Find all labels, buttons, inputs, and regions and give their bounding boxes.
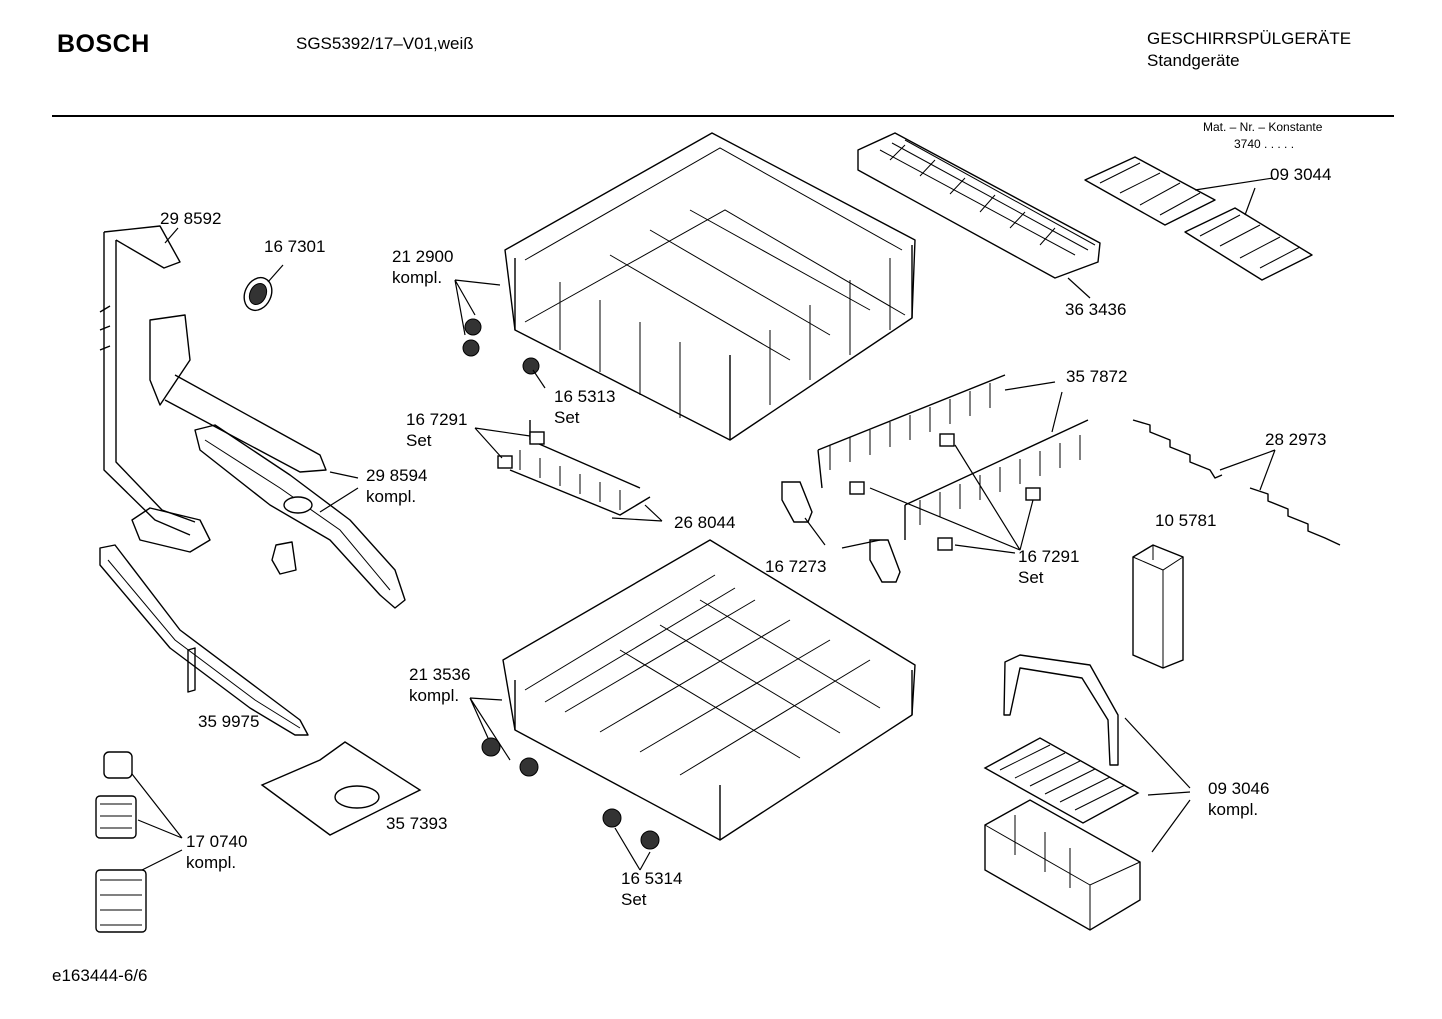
part-note: kompl. (409, 686, 460, 705)
part-number: 36 3436 (1065, 300, 1127, 319)
part-note: kompl. (366, 487, 417, 506)
part-number: 16 7273 (765, 557, 827, 576)
header-divider (52, 115, 1394, 117)
spray-pipe-drawing (99, 225, 211, 553)
part-number: 09 3044 (1270, 165, 1332, 184)
mat-nr-value: 3740 . . . . . (1234, 137, 1295, 151)
part-label: 29 8592 (160, 208, 221, 229)
cup-shelves-drawing (1084, 156, 1313, 281)
part-label: 21 3536 kompl. (409, 664, 470, 706)
cutlery-basket-drawing (983, 654, 1141, 931)
part-number: 29 8592 (160, 209, 222, 228)
part-number: 26 8044 (674, 513, 736, 532)
upper-spray-arm-drawing (149, 314, 327, 473)
part-label: 21 2900 kompl. (392, 246, 453, 288)
part-number: 21 2900 (392, 247, 454, 266)
part-label: 09 3044 (1270, 164, 1331, 185)
part-number: 09 3046 (1208, 779, 1270, 798)
tine-rows-drawing (817, 374, 1089, 540)
part-note: kompl. (392, 268, 443, 287)
part-number: 16 5314 (621, 869, 683, 888)
part-note: Set (406, 431, 432, 450)
part-note: Set (621, 890, 647, 909)
category-subtitle: Standgeräte (1147, 51, 1240, 70)
part-note: kompl. (1208, 800, 1259, 819)
part-number: 10 5781 (1155, 511, 1217, 530)
tine-row-26-8044-drawing (509, 420, 651, 516)
upper-rack-wheels-drawing (462, 318, 540, 375)
document-id: e163444-6/6 (52, 966, 148, 985)
part-label: 26 8044 (674, 512, 735, 533)
part-label: 35 7872 (1066, 366, 1127, 387)
leader-lines (131, 177, 1276, 871)
model-number: SGS5392/17–V01,weiß (296, 34, 474, 53)
lower-rack-wheels-drawing (481, 737, 660, 850)
part-label: 10 5781 (1155, 510, 1216, 531)
part-note: kompl. (186, 853, 237, 872)
part-note: Set (554, 408, 580, 427)
brand-logo: BOSCH (57, 30, 150, 58)
spray-arm-35-9975-drawing (99, 544, 309, 736)
part-label: 16 7301 (264, 236, 325, 257)
part-number: 17 0740 (186, 832, 248, 851)
sieve-plate-drawing (260, 741, 422, 836)
upper-rack-drawing (504, 132, 916, 441)
part-number: 16 7301 (264, 237, 326, 256)
filter-plug-drawing (243, 276, 273, 312)
clips-drawing (497, 431, 1041, 583)
category-title: GESCHIRRSPÜLGERÄTE (1147, 29, 1352, 48)
cutlery-insert-drawing (1132, 544, 1184, 669)
mat-nr-label: Mat. – Nr. – Konstante (1203, 120, 1323, 134)
part-label: 36 3436 (1065, 299, 1126, 320)
part-number: 28 2973 (1265, 430, 1327, 449)
part-number: 35 9975 (198, 712, 260, 731)
part-number: 29 8594 (366, 466, 428, 485)
part-label: 28 2973 (1265, 429, 1326, 450)
part-note: Set (1018, 568, 1044, 587)
part-number: 16 5313 (554, 387, 616, 406)
part-label: 35 7393 (386, 813, 447, 834)
spray-arm-29-8594-drawing (194, 424, 406, 609)
part-label: 16 7273 (765, 556, 826, 577)
part-label: 29 8594 kompl. (366, 465, 427, 507)
lower-rack-drawing (502, 539, 916, 841)
filter-set-drawing (95, 751, 147, 933)
part-label: 17 0740 kompl. (186, 831, 247, 873)
part-number: 16 7291 (406, 410, 468, 429)
cutlery-tray-drawing (857, 132, 1101, 279)
part-number: 16 7291 (1018, 547, 1080, 566)
part-number: 35 7872 (1066, 367, 1128, 386)
side-racks-drawing (1132, 419, 1341, 546)
part-label: 35 9975 (198, 711, 259, 732)
part-number: 35 7393 (386, 814, 448, 833)
part-number: 21 3536 (409, 665, 471, 684)
part-label: 09 3046 kompl. (1208, 778, 1269, 820)
